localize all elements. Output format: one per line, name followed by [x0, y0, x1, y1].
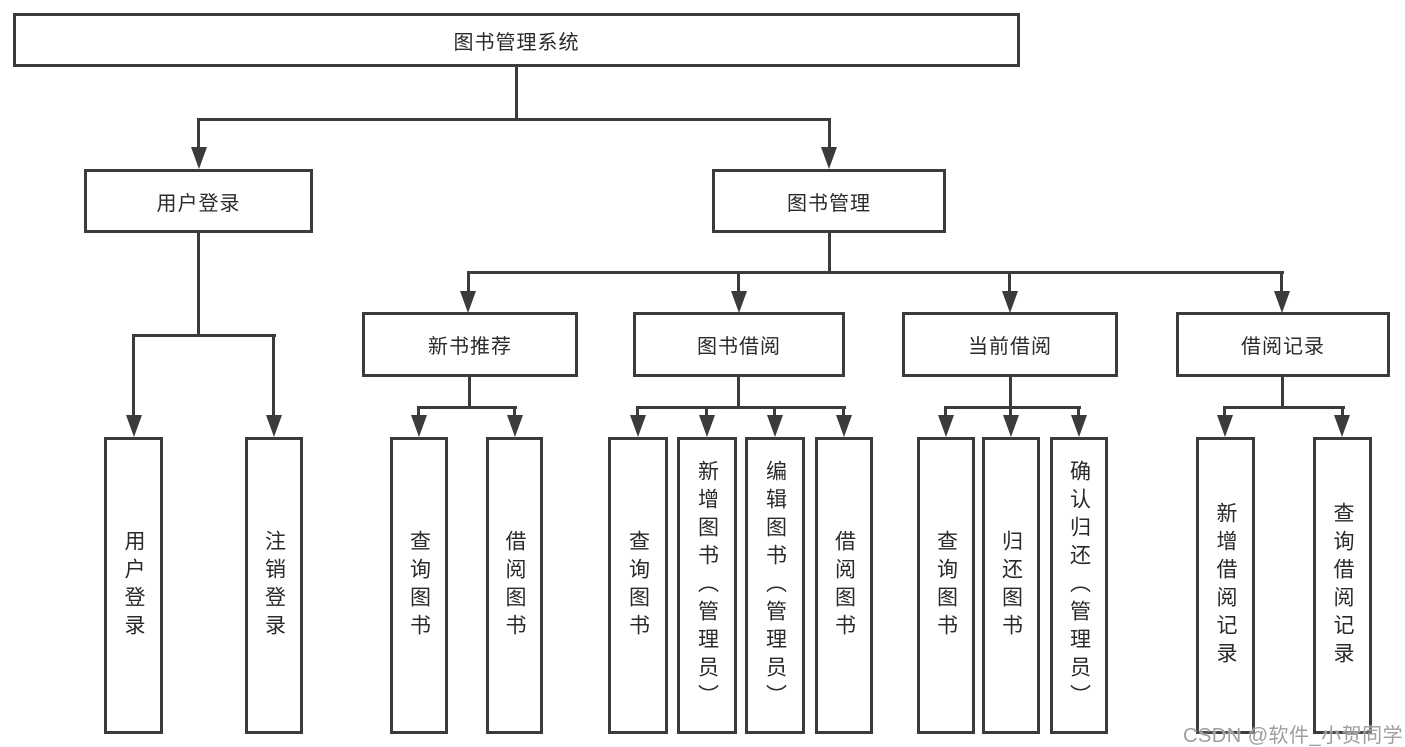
- connector-split-user-login: [132, 334, 276, 337]
- leaf-borrow-books-recommend: 借阅图书: [486, 437, 543, 734]
- leaf-user-login: 用户登录: [104, 437, 163, 734]
- connector-stem: [1009, 406, 1012, 417]
- arrowhead-down: [126, 415, 142, 437]
- connector-stem: [272, 334, 275, 418]
- connector-stem: [842, 406, 845, 417]
- arrowhead-down: [836, 415, 852, 437]
- arrowhead-down: [731, 291, 747, 313]
- leaf-add-books-admin: 新增图书（管理员）: [677, 437, 737, 734]
- arrowhead-down: [1002, 291, 1018, 313]
- connector-stem: [197, 118, 200, 150]
- leaf-return-books: 归还图书: [982, 437, 1040, 734]
- connector-split-new-book: [417, 406, 517, 409]
- connector-stem: [705, 406, 708, 417]
- leaf-confirm-return-admin: 确认归还（管理员）: [1050, 437, 1108, 734]
- connector-stem: [417, 406, 420, 417]
- arrowhead-down: [411, 415, 427, 437]
- node-new-book-recommend: 新书推荐: [362, 312, 578, 377]
- connector-split-current-borrow: [944, 406, 1081, 409]
- connector-book-mgmt-stem: [828, 231, 831, 274]
- connector-stem: [737, 375, 740, 409]
- connector-stem: [467, 271, 470, 294]
- connector-stem: [1009, 375, 1012, 409]
- connector-stem: [1281, 375, 1284, 409]
- connector-stem: [1077, 406, 1080, 417]
- node-book-management: 图书管理: [712, 169, 946, 233]
- arrowhead-down: [630, 415, 646, 437]
- connector-root-stem: [515, 65, 518, 120]
- leaf-edit-books-admin: 编辑图书（管理员）: [745, 437, 805, 734]
- connector-stem: [636, 406, 639, 417]
- leaf-query-books-current: 查询图书: [917, 437, 975, 734]
- leaf-query-books-recommend: 查询图书: [390, 437, 448, 734]
- connector-stem: [132, 334, 135, 418]
- connector-split-borrow-records: [1223, 406, 1345, 409]
- connector-stem: [1341, 406, 1344, 417]
- leaf-logout: 注销登录: [245, 437, 303, 734]
- arrowhead-down: [938, 415, 954, 437]
- leaf-query-books-borrow: 查询图书: [608, 437, 668, 734]
- connector-stem: [737, 271, 740, 294]
- node-current-borrow: 当前借阅: [902, 312, 1118, 377]
- connector-split-book-borrow: [636, 406, 846, 409]
- arrowhead-down: [1071, 415, 1087, 437]
- connector-stem: [773, 406, 776, 417]
- connector-stem: [828, 118, 831, 150]
- connector-stem: [1008, 271, 1011, 294]
- connector-stem: [1223, 406, 1226, 417]
- leaf-query-borrow-record: 查询借阅记录: [1313, 437, 1372, 734]
- arrowhead-down: [1003, 415, 1019, 437]
- arrowhead-down: [1334, 415, 1350, 437]
- connector-stem: [1280, 271, 1283, 294]
- connector-stem: [513, 406, 516, 417]
- arrowhead-down: [266, 415, 282, 437]
- arrowhead-down: [699, 415, 715, 437]
- arrowhead-down: [767, 415, 783, 437]
- csdn-watermark: CSDN @软件_小贺同学: [1183, 725, 1404, 747]
- arrowhead-down: [460, 291, 476, 313]
- node-user-login: 用户登录: [84, 169, 313, 233]
- connector-stem: [944, 406, 947, 417]
- connector-user-login-stem: [197, 231, 200, 337]
- node-book-borrow: 图书借阅: [633, 312, 845, 377]
- connector-stem: [468, 375, 471, 409]
- connector-split-level3: [467, 271, 1284, 274]
- leaf-borrow-books: 借阅图书: [815, 437, 873, 734]
- arrowhead-down: [191, 147, 207, 169]
- leaf-add-borrow-record: 新增借阅记录: [1196, 437, 1255, 734]
- arrowhead-down: [507, 415, 523, 437]
- node-library-system: 图书管理系统: [13, 13, 1020, 67]
- node-borrow-records: 借阅记录: [1176, 312, 1390, 377]
- connector-split-level2: [197, 118, 831, 121]
- arrowhead-down: [1274, 291, 1290, 313]
- arrowhead-down: [821, 147, 837, 169]
- arrowhead-down: [1217, 415, 1233, 437]
